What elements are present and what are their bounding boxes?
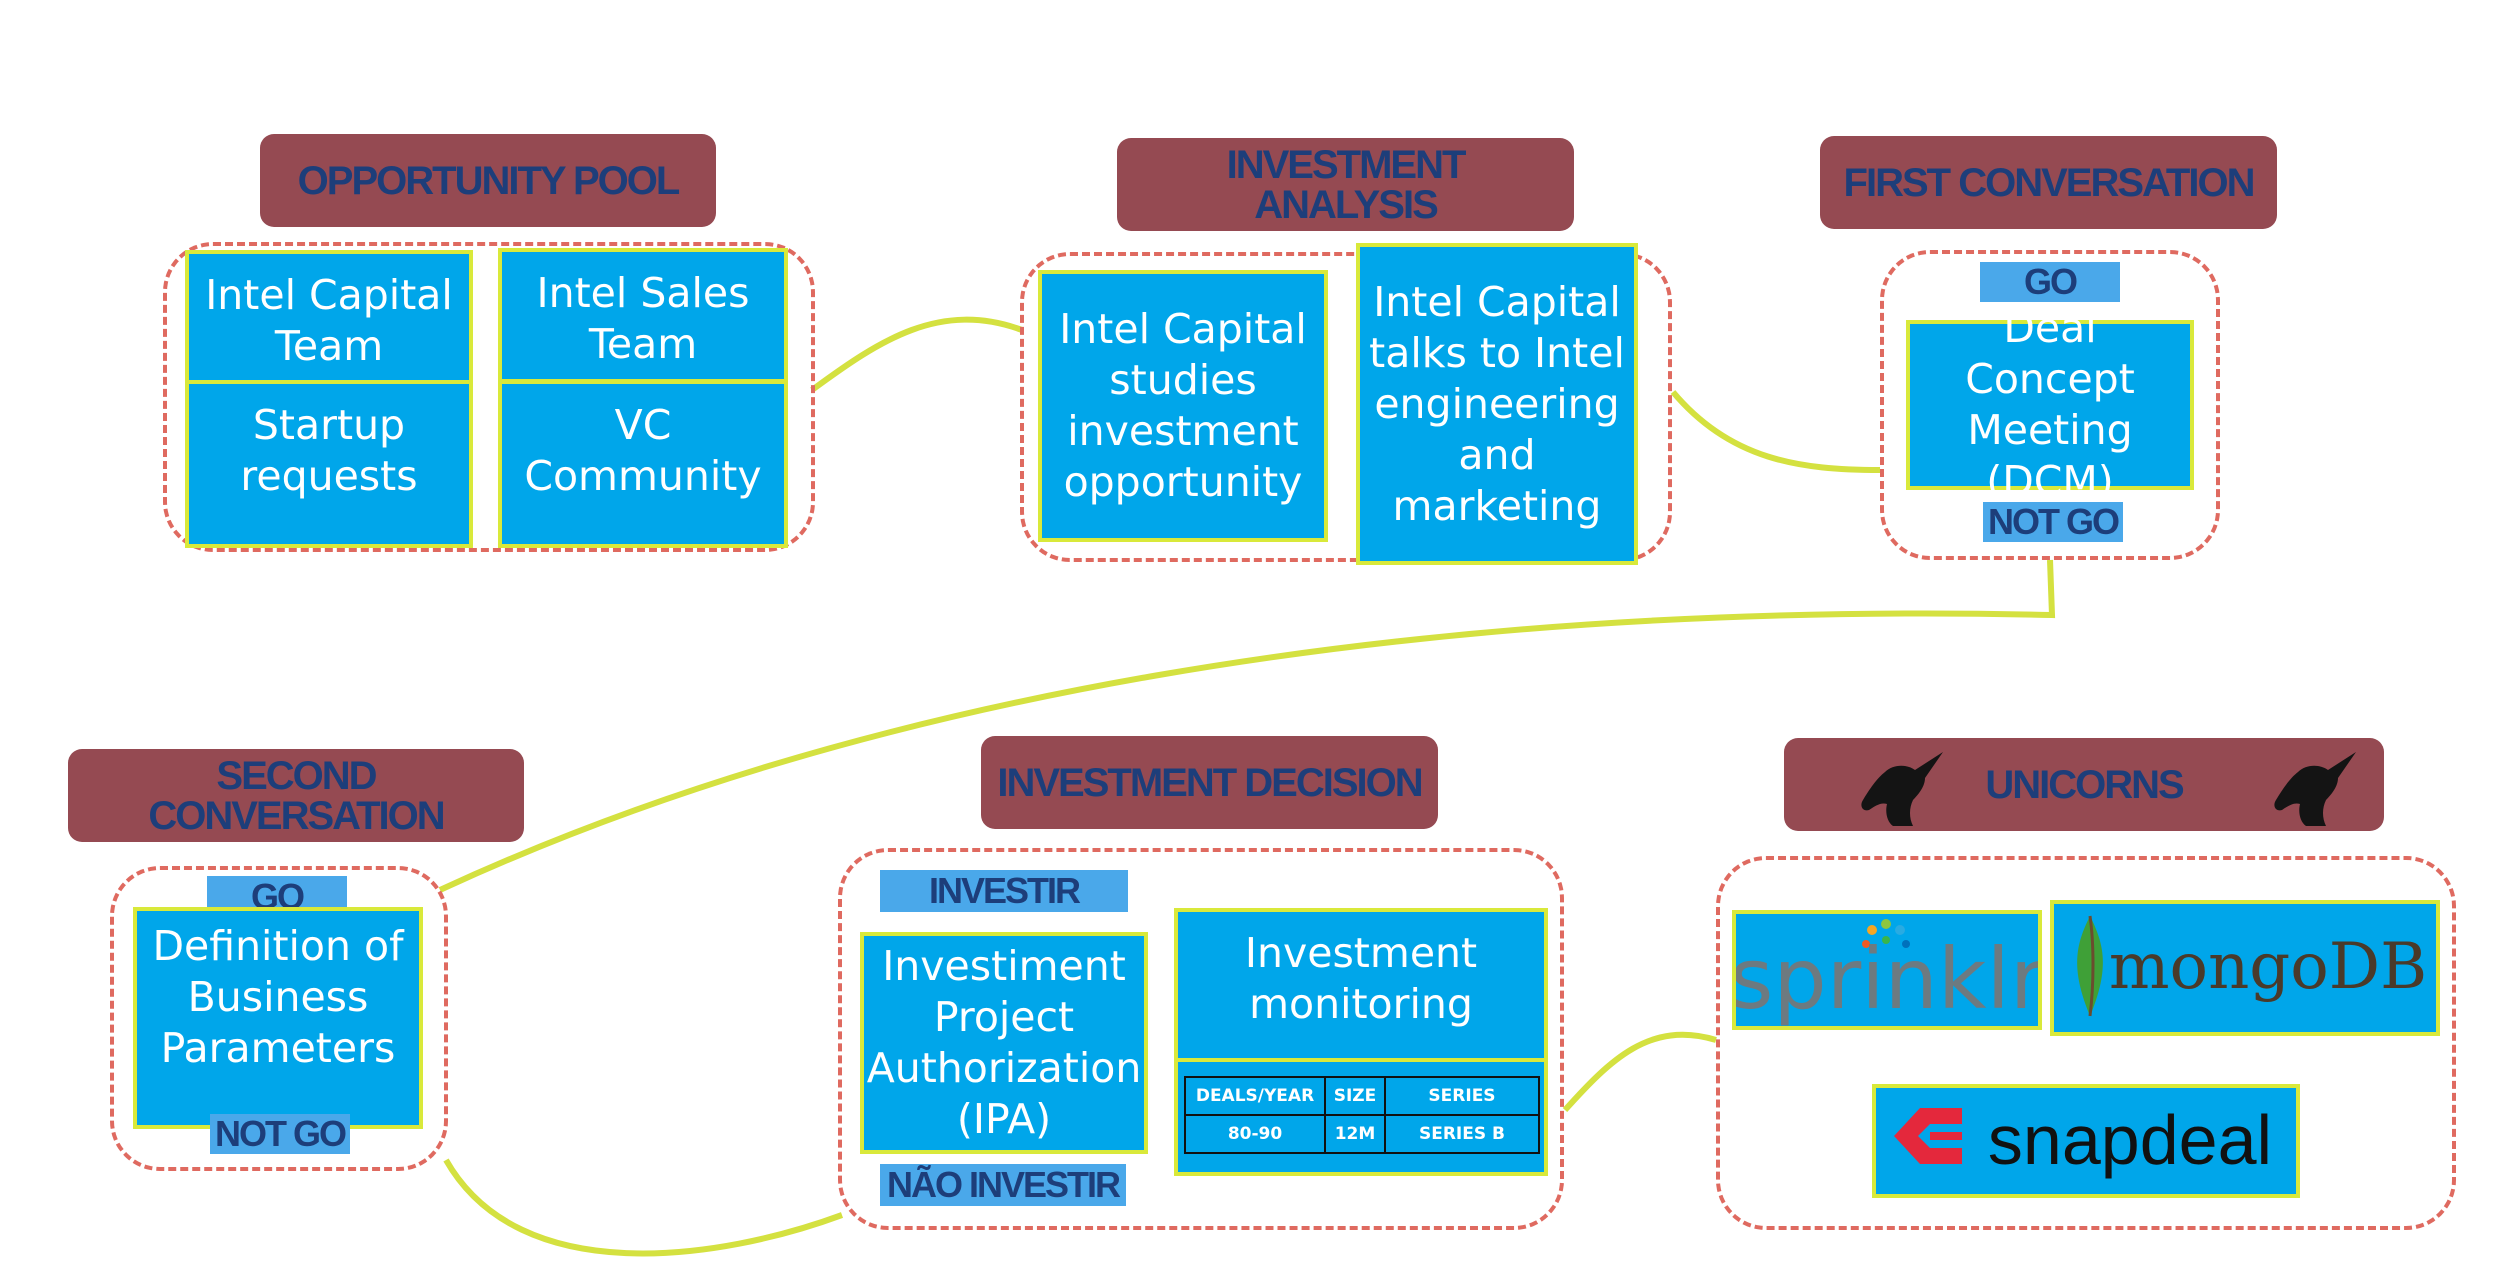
box-intel-capital-studies: Intel Capital studies investment opportu… — [1038, 270, 1328, 542]
tag-not-go-first: NOT GO — [1983, 502, 2123, 542]
group-first-conversation — [1880, 250, 2220, 560]
logo-snapdeal: snapdeal — [1872, 1084, 2300, 1198]
connector-decision-to-unicorns — [1562, 1031, 1717, 1113]
deals-header-deals-year: DEALS/YEAR — [1184, 1076, 1326, 1116]
title-investment-analysis: INVESTMENT ANALYSIS — [1117, 138, 1574, 231]
group-investment-decision — [838, 848, 1564, 1230]
box-intel-capital-talks: Intel Capital talks to Intel engineering… — [1356, 243, 1638, 565]
title-investment-decision: INVESTMENT DECISION — [981, 736, 1438, 829]
sprinklr-logo: sprinklr — [1736, 919, 2038, 1026]
logo-mongodb: mongoDB — [2050, 900, 2440, 1036]
logo-sprinklr: sprinklr — [1732, 910, 2042, 1030]
group-unicorns — [1716, 856, 2456, 1230]
deals-header-series: SERIES — [1384, 1076, 1540, 1116]
tag-go-first: GO — [1980, 262, 2120, 302]
snapdeal-wordmark: snapdeal — [1988, 1101, 2272, 1179]
box-investment-project-authorization: Investiment Project Authorization (IPA) — [860, 932, 1148, 1154]
title-second-conversation: SECOND CONVERSATION — [68, 749, 524, 842]
sprinklr-wordmark: sprinklr — [1736, 930, 2038, 1026]
deals-value-series: SERIES B — [1384, 1114, 1540, 1154]
unicorn-head-icon — [2274, 752, 2356, 826]
deals-value-size: 12M — [1324, 1114, 1386, 1154]
box-intel-capital-team: Intel Capital Team — [185, 250, 473, 385]
unicorn-head-icon — [1861, 752, 1943, 826]
mongodb-logo: mongoDB — [2077, 915, 2427, 1017]
box-intel-sales-team: Intel Sales Team — [498, 248, 788, 383]
monitoring-divider — [1178, 1058, 1544, 1062]
box-vc-community: VC Community — [498, 380, 788, 548]
tag-not-go-second: NOT GO — [210, 1114, 350, 1154]
deals-table: DEALS/YEAR SIZE SERIES 80-90 12M SERIES … — [1184, 1076, 1540, 1154]
deals-table-header-row: DEALS/YEAR SIZE SERIES — [1184, 1076, 1540, 1116]
box-deal-concept-meeting: Deal Concept Meeting (DCM) — [1906, 304, 2194, 505]
deals-table-value-row: 80-90 12M SERIES B — [1184, 1114, 1540, 1154]
connector-first-to-second — [438, 559, 2056, 893]
tag-investir: INVESTIR — [880, 870, 1128, 912]
group-investment-analysis — [1020, 252, 1672, 562]
box-startup-requests: Startup requests — [185, 380, 473, 548]
group-opportunity-pool — [163, 242, 815, 552]
box-definition-business-parameters: Definition of Business Parameters — [133, 907, 423, 1129]
snapdeal-logo: snapdeal — [1894, 1101, 2272, 1179]
title-first-conversation: FIRST CONVERSATION — [1820, 136, 2277, 229]
connector-second-to-decision — [443, 1158, 844, 1257]
mongodb-wordmark: mongoDB — [2109, 930, 2427, 1004]
connector-analysis-to-first — [1670, 390, 1881, 473]
group-second-conversation — [110, 866, 448, 1171]
deals-value-deals-year: 80-90 — [1184, 1114, 1326, 1154]
title-opportunity-pool: OPPORTUNITY POOL — [260, 134, 716, 227]
deals-header-size: SIZE — [1324, 1076, 1386, 1116]
connector-pool-to-analysis — [810, 316, 1024, 393]
tag-nao-investir: NÃO INVESTIR — [880, 1164, 1126, 1206]
